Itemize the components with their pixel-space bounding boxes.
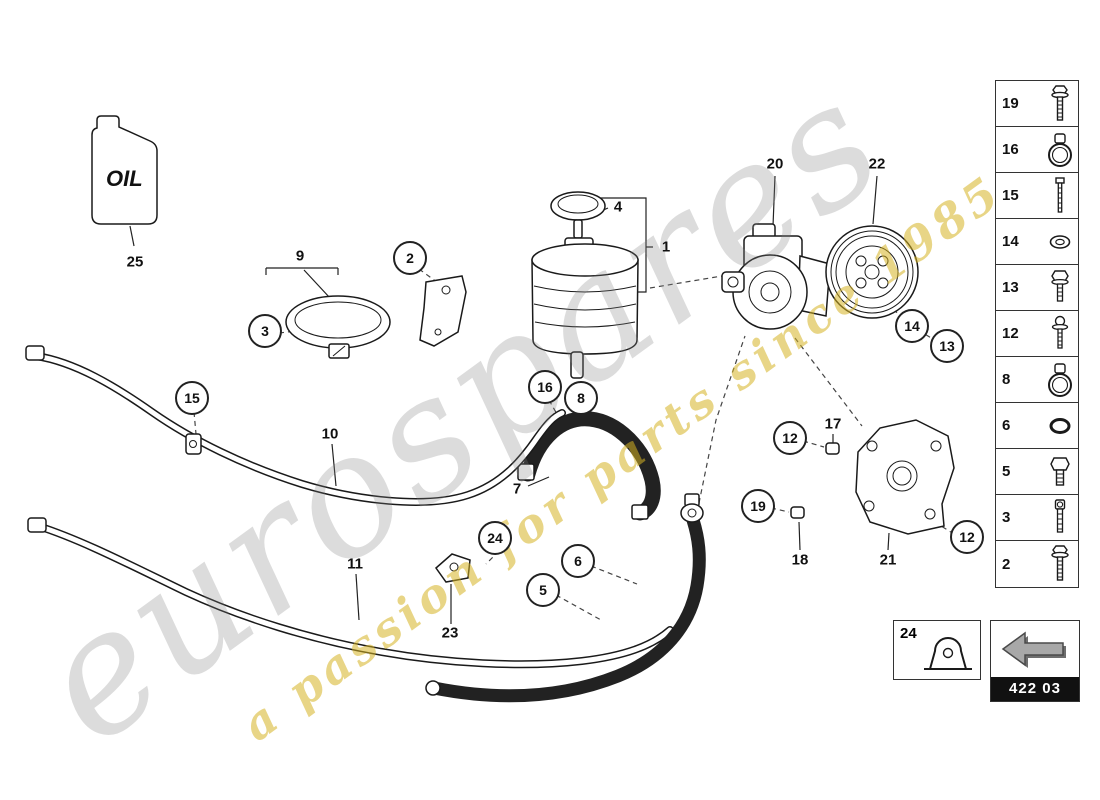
legend-row-15[interactable]: 15: [996, 173, 1078, 219]
legend-row-2[interactable]: 2: [996, 541, 1078, 587]
callout-17-16[interactable]: 17: [824, 415, 842, 433]
callout-21-19[interactable]: 21: [879, 551, 897, 569]
legend-row-6[interactable]: 6: [996, 403, 1078, 449]
legend-part-number: 12: [1002, 325, 1019, 342]
legend-part-number: 16: [1002, 141, 1019, 158]
callout-10-13[interactable]: 10: [321, 425, 339, 443]
callout-23-24[interactable]: 23: [441, 624, 459, 642]
pulley: [825, 225, 919, 319]
callout-24-21[interactable]: 24: [478, 521, 512, 555]
callout-8-11[interactable]: 8: [564, 381, 598, 415]
callout-5-23[interactable]: 5: [526, 573, 560, 607]
legend-part-number: 13: [1002, 279, 1019, 296]
callout-7-14[interactable]: 7: [512, 480, 522, 498]
legend-part-number: 6: [1002, 417, 1011, 434]
legend-row-5[interactable]: 5: [996, 449, 1078, 495]
p-clamp-icon: [924, 637, 972, 670]
pipe-lower: [27, 517, 674, 669]
legend-row-12[interactable]: 12: [996, 311, 1078, 357]
callout-11-25[interactable]: 11: [347, 555, 363, 573]
callout-12-15[interactable]: 12: [773, 421, 807, 455]
legend-part-number: 3: [1002, 509, 1011, 526]
steering-pump: [721, 223, 831, 330]
reservoir: [531, 237, 639, 379]
callout-6-22[interactable]: 6: [561, 544, 595, 578]
callout-25-0[interactable]: 25: [126, 253, 144, 271]
clamp-box-number: 24: [900, 625, 917, 642]
callout-20-6[interactable]: 20: [766, 155, 784, 173]
clamp-24-box[interactable]: 24: [893, 620, 981, 680]
callout-3-3[interactable]: 3: [248, 314, 282, 348]
legend-row-16[interactable]: 16: [996, 127, 1078, 173]
legend-part-number: 14: [1002, 233, 1019, 250]
callout-15-12[interactable]: 15: [175, 381, 209, 415]
legend-table: 19 16 15 14 13 12 8 6 5 3 2: [995, 80, 1079, 588]
reservoir-clamp-band: [285, 295, 391, 359]
legend-row-8[interactable]: 8: [996, 357, 1078, 403]
pipe-upper: [25, 345, 566, 506]
oil-container: OIL: [91, 115, 158, 225]
pump-bracket: [855, 419, 955, 535]
legend-row-14[interactable]: 14: [996, 219, 1078, 265]
callout-9-1[interactable]: 9: [295, 247, 305, 265]
suction-hose: [517, 411, 661, 521]
legend-part-number: 2: [1002, 555, 1011, 573]
back-arrow-icon: [991, 621, 1079, 677]
pipe-clip-15: [185, 433, 202, 455]
callout-19-17[interactable]: 19: [741, 489, 775, 523]
pressure-hose: [425, 493, 706, 703]
callout-2-2[interactable]: 2: [393, 241, 427, 275]
callout-4-4[interactable]: 4: [613, 198, 623, 216]
legend-row-13[interactable]: 13: [996, 265, 1078, 311]
callout-22-7[interactable]: 22: [868, 155, 886, 173]
spacer-sleeve-18: [790, 506, 805, 519]
callout-16-10[interactable]: 16: [528, 370, 562, 404]
legend-part-number: 8: [1002, 371, 1011, 388]
diagram-code: 422 03: [991, 677, 1079, 701]
mounting-plate: [419, 275, 467, 347]
oil-label: OIL: [106, 166, 143, 191]
legend-row-3[interactable]: 3: [996, 495, 1078, 541]
callout-1-5[interactable]: 1: [661, 238, 671, 256]
callout-14-8[interactable]: 14: [895, 309, 929, 343]
legend-row-19[interactable]: 19: [996, 81, 1078, 127]
reservoir-cap: [550, 191, 606, 239]
legend-part-number: 19: [1002, 95, 1019, 112]
spacer-sleeve-17: [825, 442, 840, 455]
callout-12-20[interactable]: 12: [950, 520, 984, 554]
pipe-bracket-23: [434, 553, 471, 583]
callout-18-18[interactable]: 18: [791, 551, 809, 569]
legend-part-number: 5: [1002, 463, 1011, 480]
legend-part-number: 15: [1002, 187, 1019, 204]
diagram-code-box[interactable]: 422 03: [990, 620, 1080, 702]
callout-13-9[interactable]: 13: [930, 329, 964, 363]
